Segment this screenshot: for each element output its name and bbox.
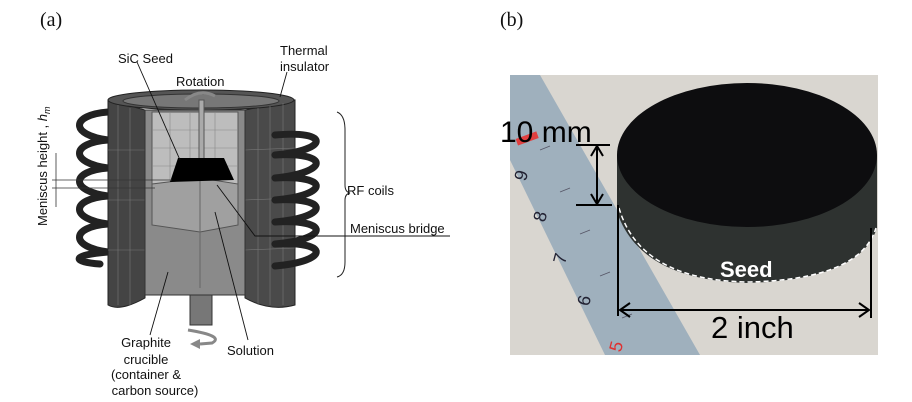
panel-b-label: (b) [500,9,523,31]
svg-text:Graphite: Graphite [121,335,171,350]
label-thickness: 10 mm [500,116,592,149]
svg-text:9: 9 [510,168,532,183]
label-graphite-crucible: Graphite crucible (container & carbon so… [111,335,198,398]
label-thermal-1: Thermal [280,43,328,58]
seed-outline [618,207,877,283]
svg-text:(container &: (container & [111,367,181,382]
crystal-growth-furnace-diagram [52,61,450,349]
svg-text:crucible: crucible [124,352,169,367]
label-sic-seed: SiC Seed [118,51,173,66]
label-rf-coils: RF coils [347,183,394,198]
label-rotation: Rotation [176,74,224,89]
sic-seed [170,158,234,182]
solution [151,177,239,233]
label-meniscus-bridge: Meniscus bridge [350,221,445,236]
label-diameter: 2 inch [711,310,794,345]
svg-text:7: 7 [549,251,571,266]
svg-text:carbon source): carbon source) [112,383,199,398]
seed-crystal-photo: 9 8 7 6 5 [510,75,878,355]
svg-text:6: 6 [573,293,595,308]
label-seed: Seed [720,257,773,282]
svg-text:5: 5 [605,339,627,354]
seed-rod [198,99,205,161]
label-solution: Solution [227,343,274,358]
svg-text:8: 8 [529,209,551,224]
seed-disc-top [617,83,877,227]
rf-coils-brace [336,111,351,278]
crucible-shaft [189,294,213,326]
rotation-arrow-top [184,91,216,102]
label-thermal-2: insulator [280,59,330,74]
rf-coils-right [271,130,320,270]
rotation-arrow-bottom [187,328,217,346]
insulator-left-wall [107,99,146,308]
label-meniscus-height: Meniscus height , hm [35,106,52,226]
panel-a-label: (a) [40,9,62,31]
ruler [510,75,700,355]
